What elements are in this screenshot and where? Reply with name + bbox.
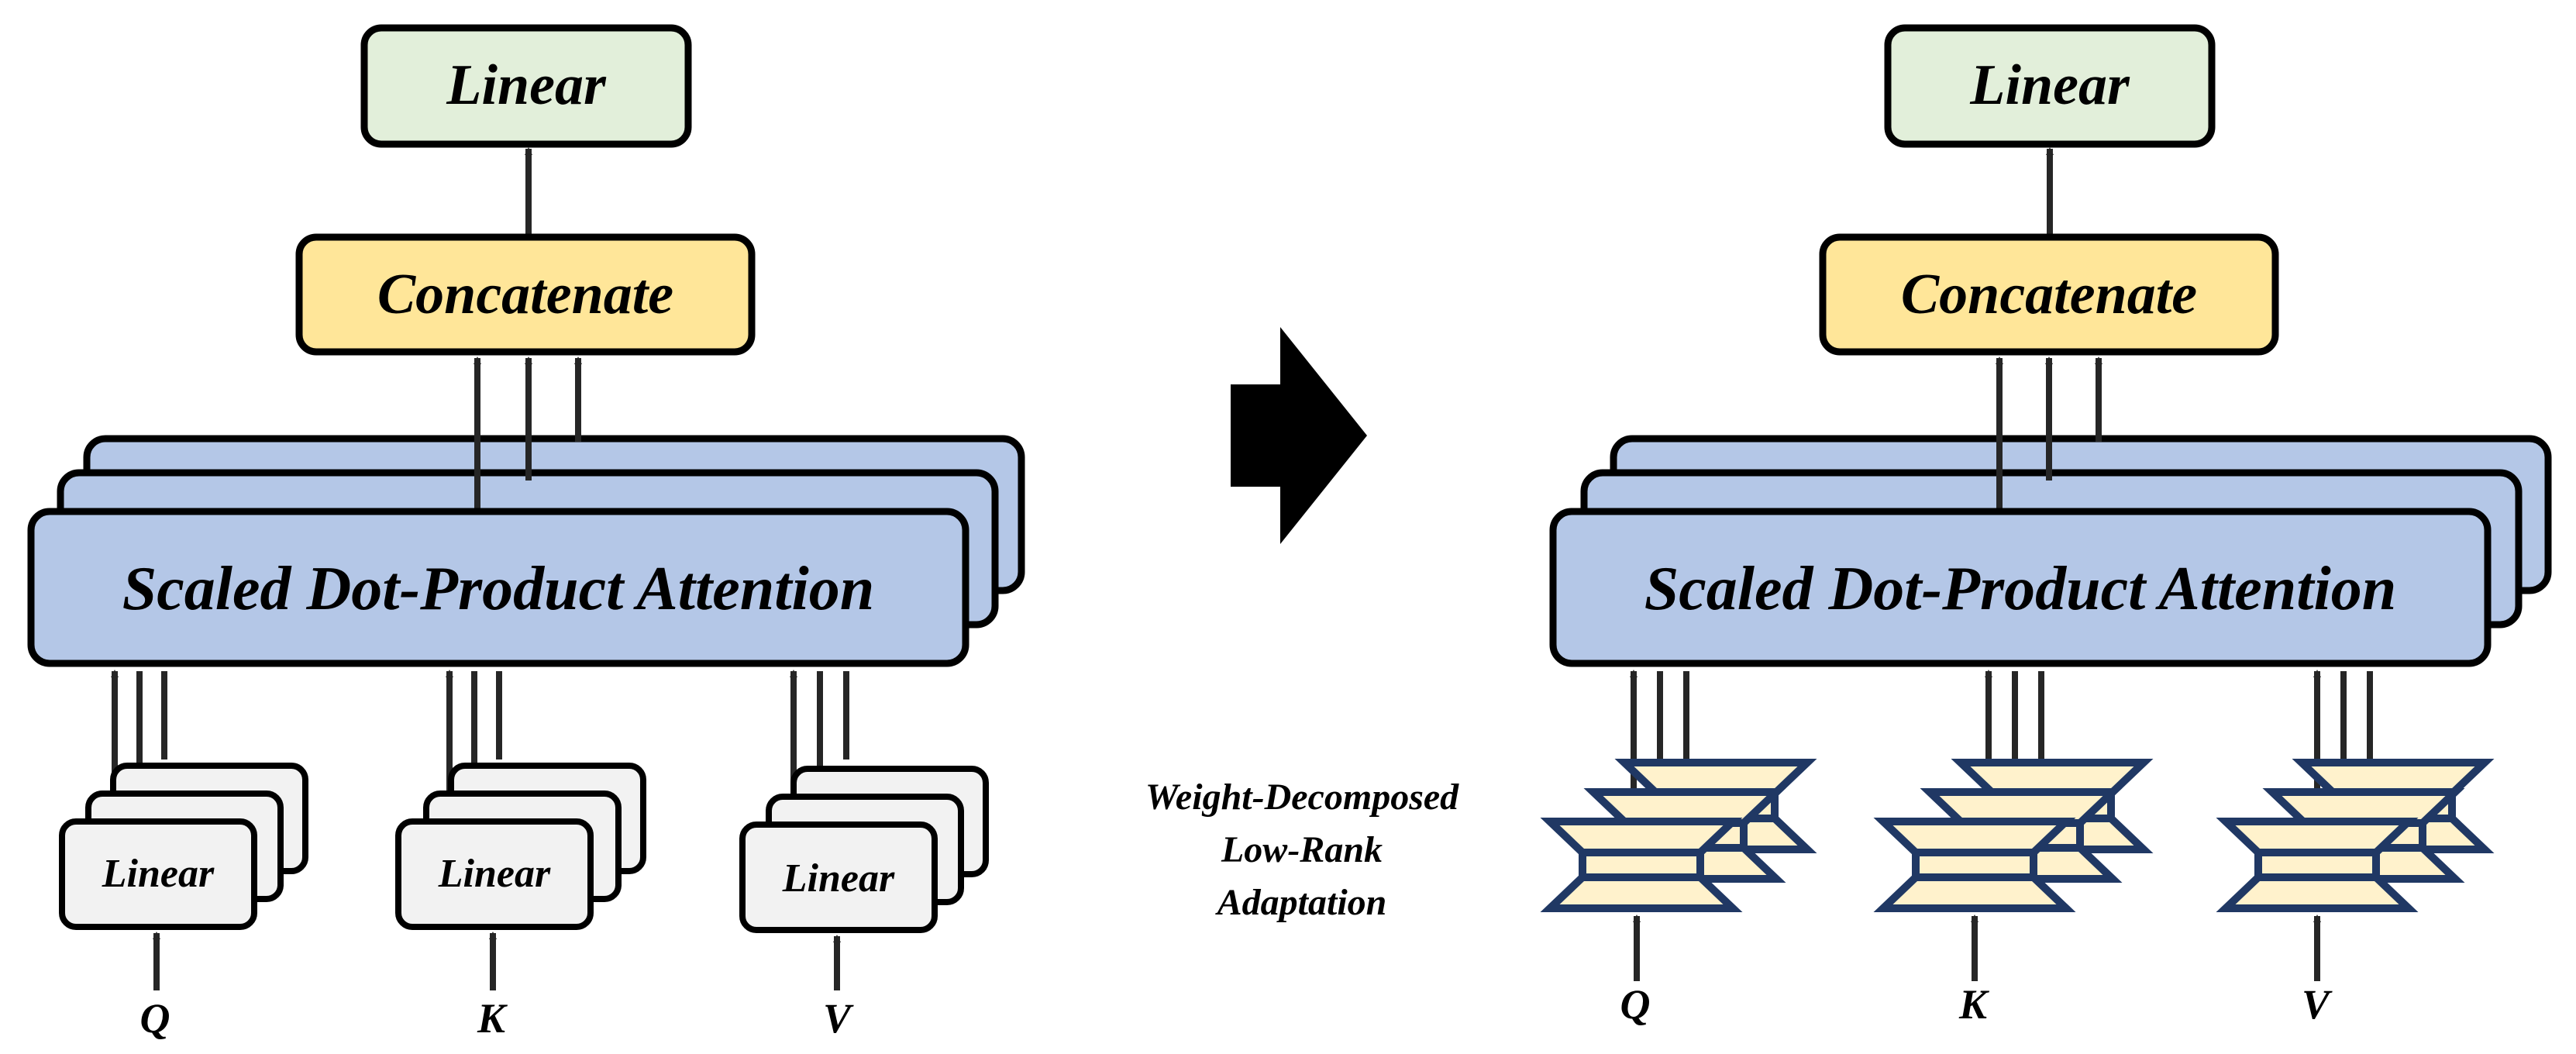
left-q-linear-box (59, 818, 257, 930)
left-concat-box: Concatenate (295, 233, 756, 356)
right-attention-front-box (1549, 508, 2492, 667)
left-q-linear-label: Linear (102, 852, 215, 896)
right-concat-box: Concatenate (1819, 233, 2279, 356)
right-arrow-icon (1231, 327, 1367, 544)
left-projection-k: Linear K (395, 670, 646, 1042)
caption-line-3: Adaptation (1215, 882, 1387, 923)
right-output-linear-box: Linear (1884, 24, 2216, 148)
left-v-linear-box (739, 822, 938, 933)
caption-line-2: Low-Rank (1221, 829, 1383, 870)
right-panel: Linear Concatenate Scaled Dot-Product At… (1540, 24, 2552, 1028)
right-k-input-label: K (1958, 981, 1990, 1028)
left-projection-q: Linear Q (59, 670, 308, 1042)
left-concat-label: Concatenate (377, 263, 673, 326)
right-attention-stack: Scaled Dot-Product Attention (1549, 356, 2552, 667)
left-k-input-label: K (477, 995, 508, 1042)
right-adapter-v: V (2216, 670, 2495, 1028)
left-k-linear-box (395, 818, 594, 930)
left-panel: Linear Concatenate Scaled Dot-Product At… (27, 24, 1025, 1042)
left-output-linear-label: Linear (446, 53, 607, 117)
transition: Weight-Decomposed Low-Rank Adaptation (1145, 327, 1459, 923)
left-output-linear-box: Linear (360, 24, 692, 148)
left-attention-front-box (27, 508, 969, 667)
left-projection-v: Linear V (739, 670, 989, 1042)
left-v-linear-label: Linear (782, 856, 895, 901)
left-attention-label: Scaled Dot-Product Attention (122, 555, 874, 623)
right-q-input-label: Q (1620, 981, 1651, 1028)
right-adapter-q: Q (1540, 670, 1817, 1028)
right-concat-label: Concatenate (1901, 263, 2197, 326)
right-attention-label: Scaled Dot-Product Attention (1644, 555, 2396, 623)
left-v-input-label: V (823, 995, 854, 1042)
right-v-input-label: V (2302, 981, 2333, 1028)
right-adapter-k: K (1873, 670, 2154, 1028)
left-q-input-label: Q (140, 995, 170, 1042)
caption-line-1: Weight-Decomposed (1145, 777, 1459, 818)
left-attention-stack: Scaled Dot-Product Attention (27, 356, 1025, 667)
left-k-linear-label: Linear (438, 852, 551, 896)
right-output-linear-label: Linear (1969, 53, 2130, 117)
